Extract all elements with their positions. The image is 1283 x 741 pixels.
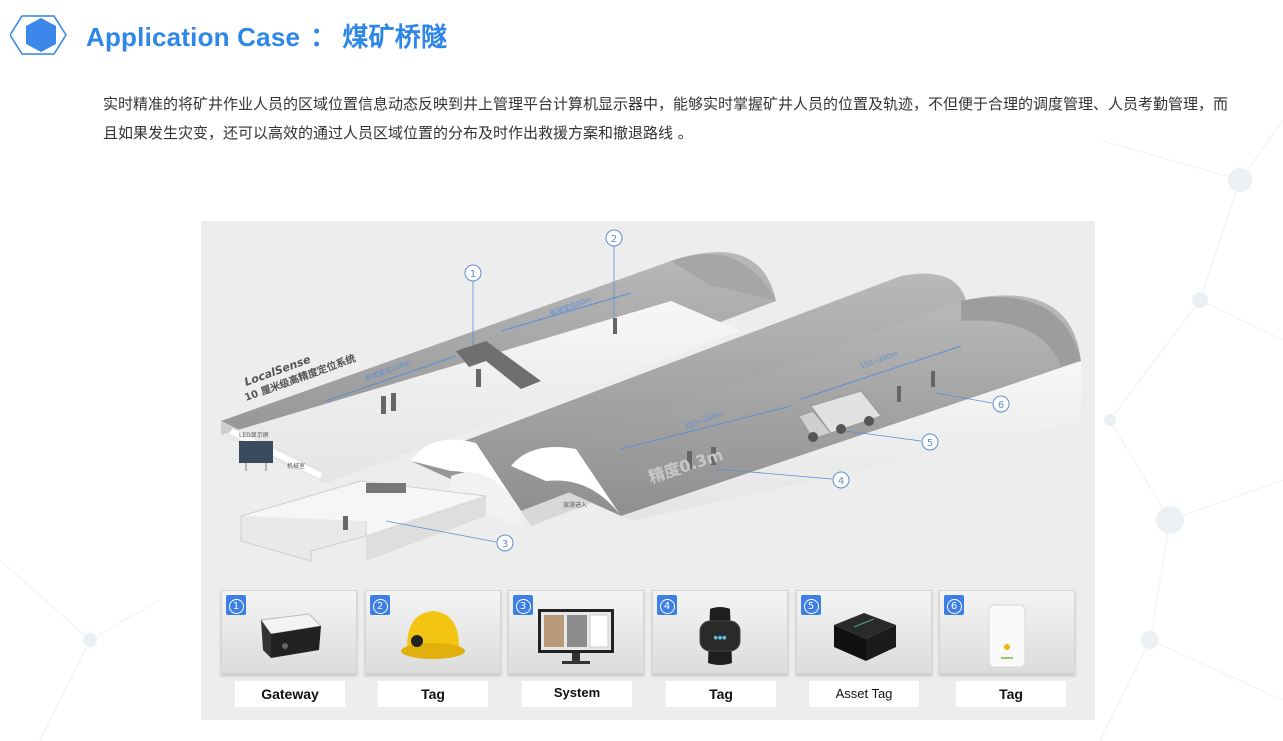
title-english: Application Case bbox=[86, 21, 301, 52]
label-wristband-tag: Tag bbox=[666, 681, 776, 707]
badge-1: 1 bbox=[226, 595, 246, 615]
truck bbox=[798, 390, 882, 442]
control-room bbox=[240, 480, 487, 562]
marker-1: 1 bbox=[464, 264, 482, 346]
control-room-label: 机械室 bbox=[287, 462, 305, 470]
product-card-system: 3 bbox=[508, 590, 644, 674]
badge-5-label: 5 bbox=[803, 599, 819, 614]
product-card-helmet-tag: 2 bbox=[365, 590, 501, 674]
badge-5: 5 bbox=[801, 595, 821, 615]
product-card-asset-tag: 5 bbox=[796, 590, 932, 674]
markers: 1 2 3 4 5 bbox=[385, 229, 1010, 552]
marker-6: 6 bbox=[935, 392, 1010, 413]
badge-4-label: 4 bbox=[659, 599, 675, 614]
marker-5: 5 bbox=[845, 430, 939, 451]
marker-4: 4 bbox=[715, 468, 850, 489]
workers bbox=[343, 318, 935, 530]
led-board bbox=[239, 441, 273, 471]
gateway-icon bbox=[222, 601, 356, 671]
page-header: Application Case ：煤矿桥隧 bbox=[10, 12, 447, 58]
marker-2: 2 bbox=[605, 229, 623, 316]
badge-2: 2 bbox=[370, 595, 390, 615]
label-helmet-tag: Tag bbox=[378, 681, 488, 707]
badge-4: 4 bbox=[657, 595, 677, 615]
marker-3: 3 bbox=[385, 520, 514, 552]
mine-tunnel-diagram: LocalSense 10 厘米级高精度定位系统 有效定位100m 有效定位80… bbox=[201, 221, 1095, 720]
badge-6-label: 6 bbox=[946, 599, 962, 614]
label-asset-tag: Asset Tag bbox=[809, 681, 919, 707]
asset-tag-icon bbox=[797, 601, 931, 671]
intro-paragraph: 实时精准的将矿井作业人员的区域位置信息动态反映到井上管理平台计算机显示器中，能够… bbox=[103, 95, 1229, 142]
label-card-tag: Tag bbox=[956, 681, 1066, 707]
product-cards: 1 Gateway 2 Tag 3 System 4 ●●● bbox=[221, 590, 1077, 710]
hexagon-icon bbox=[10, 12, 72, 58]
led-board-label: LED显示屏 bbox=[239, 432, 269, 439]
product-card-gateway: 1 bbox=[221, 590, 357, 674]
helmet-tag-icon bbox=[366, 601, 500, 671]
marker-1-label: 1 bbox=[470, 269, 476, 280]
marker-6-label: 6 bbox=[998, 400, 1004, 411]
badge-3: 3 bbox=[513, 595, 533, 615]
monitor-system-icon bbox=[509, 601, 643, 671]
marker-4-label: 4 bbox=[838, 476, 844, 487]
label-system: System bbox=[522, 681, 632, 707]
title-separator: ： bbox=[310, 21, 337, 52]
badge-6: 6 bbox=[944, 595, 964, 615]
marker-5-label: 5 bbox=[927, 438, 933, 449]
marker-2-label: 2 bbox=[611, 234, 617, 245]
svg-text:●●●: ●●● bbox=[713, 635, 727, 641]
product-card-wristband-tag: 4 ●●● bbox=[652, 590, 788, 674]
right-tunnel bbox=[511, 295, 1081, 521]
gateway-portal bbox=[456, 341, 541, 389]
wristband-tag-icon: ●●● bbox=[653, 601, 787, 671]
marker-3-label: 3 bbox=[502, 539, 508, 550]
badge-1-label: 1 bbox=[228, 599, 244, 614]
distance-arrows bbox=[325, 292, 962, 450]
product-card-card-tag: 6 bbox=[939, 590, 1075, 674]
title-chinese: 煤矿桥隧 bbox=[342, 22, 448, 53]
page-title: Application Case ：煤矿桥隧 bbox=[86, 17, 447, 54]
tunnel-scene: LocalSense 10 厘米级高精度定位系统 有效定位100m 有效定位80… bbox=[221, 229, 1081, 562]
badge-2-label: 2 bbox=[372, 599, 388, 614]
card-tag-icon bbox=[940, 601, 1074, 671]
label-gateway: Gateway bbox=[235, 681, 345, 707]
entrance-label: 旅游进入 bbox=[563, 501, 587, 509]
badge-3-label: 3 bbox=[515, 599, 531, 614]
